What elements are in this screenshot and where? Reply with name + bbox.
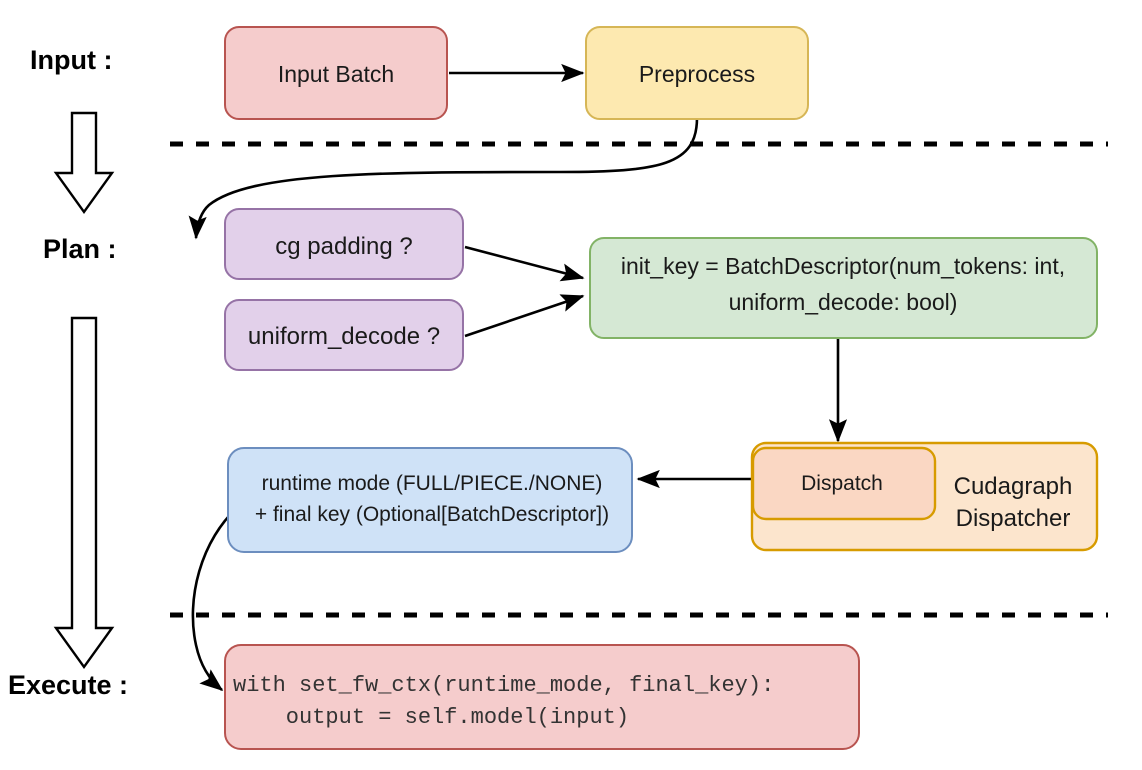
edge-preprocess-to-plan	[188, 117, 699, 240]
node-execute-code-line1: with set_fw_ctx(runtime_mode, final_key)…	[233, 673, 774, 698]
node-cg-padding-shape[interactable]	[224, 208, 464, 280]
stage-arrow-input-to-plan	[53, 111, 115, 215]
node-uniform-decode[interactable]: uniform_decode ?	[224, 299, 464, 371]
node-dispatch[interactable]: Dispatch	[751, 446, 937, 521]
node-runtime-mode[interactable]: runtime mode (FULL/PIECE./NONE) + final …	[227, 447, 633, 553]
node-execute-code-shape[interactable]	[224, 644, 860, 750]
node-cg-padding-label: cg padding ?	[275, 233, 412, 260]
node-cudagraph-dispatcher-label-line1: Cudagraph	[954, 473, 1073, 500]
stage-label-plan: Plan :	[43, 234, 117, 264]
node-input-batch-label: Input Batch	[278, 61, 394, 87]
node-runtime-mode-shape[interactable]	[227, 447, 633, 553]
node-cudagraph-dispatcher-label-line2: Dispatcher	[956, 505, 1071, 532]
node-init-key-label-line1: init_key = BatchDescriptor(num_tokens: i…	[621, 253, 1065, 279]
node-init-key[interactable]: init_key = BatchDescriptor(num_tokens: i…	[589, 237, 1098, 339]
node-preprocess-shape[interactable]	[585, 26, 809, 120]
node-runtime-mode-label-line2: + final key (Optional[BatchDescriptor])	[255, 503, 609, 526]
node-cg-padding[interactable]: cg padding ?	[224, 208, 464, 280]
node-preprocess-label: Preprocess	[639, 61, 755, 87]
node-uniform-decode-label: uniform_decode ?	[248, 323, 440, 350]
stage-label-execute: Execute :	[8, 670, 128, 700]
node-execute-code[interactable]: with set_fw_ctx(runtime_mode, final_key)…	[224, 644, 860, 750]
node-init-key-shape[interactable]	[589, 237, 1098, 339]
edge-cg-padding-to-init-key	[464, 245, 585, 282]
node-init-key-label-line2: uniform_decode: bool)	[729, 289, 958, 315]
stage-label-input: Input :	[30, 45, 112, 75]
node-runtime-mode-label-line1: runtime mode (FULL/PIECE./NONE)	[262, 472, 603, 495]
node-input-batch-shape[interactable]	[224, 26, 448, 120]
node-execute-code-line2: output = self.model(input)	[233, 705, 629, 730]
edge-runtime-mode-to-execute-code	[191, 504, 241, 692]
node-dispatch-shape[interactable]	[751, 446, 937, 521]
stage-arrow-plan-to-execute	[53, 316, 115, 670]
node-uniform-decode-shape[interactable]	[224, 299, 464, 371]
node-preprocess[interactable]: Preprocess	[585, 26, 809, 120]
edge-uniform-decode-to-init-key	[464, 294, 585, 338]
node-dispatch-label: Dispatch	[801, 472, 883, 495]
node-input-batch[interactable]: Input Batch	[224, 26, 448, 120]
